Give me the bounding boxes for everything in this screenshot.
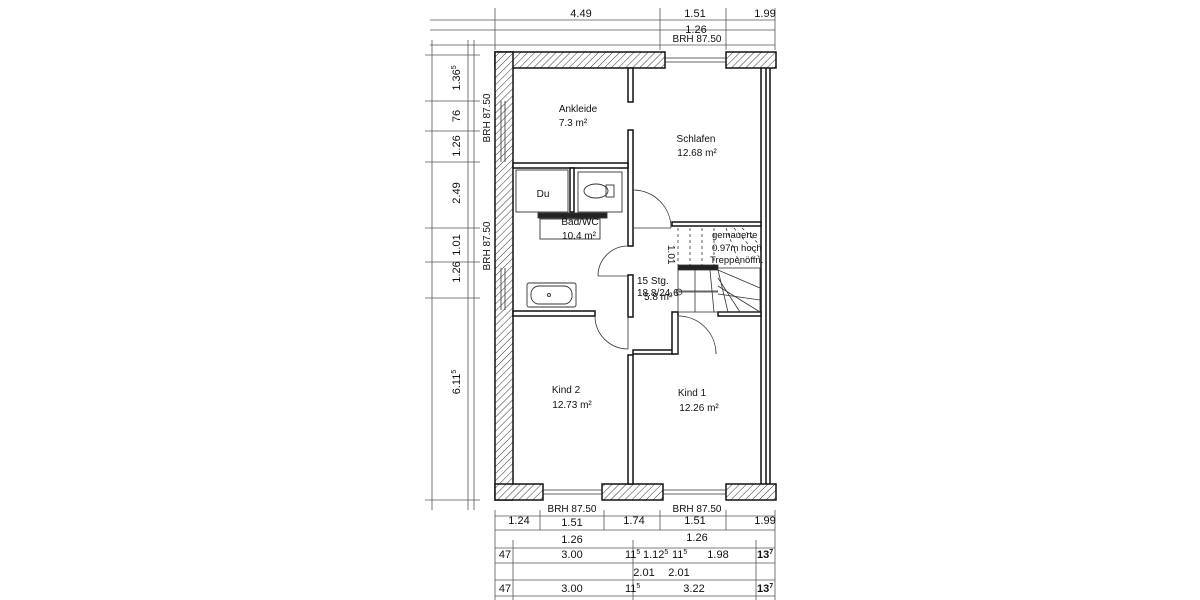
note-line-1: gemauerte xyxy=(712,230,757,241)
doors xyxy=(594,189,717,355)
dim-b3-c: 115 xyxy=(625,549,640,561)
brh-bottom-right: BRH 87.50 xyxy=(673,504,722,515)
room-labels: Ankleide 7.3 m² Schlafen 12.68 m² Du Bad… xyxy=(537,104,720,414)
room-bad-area: 10.4 m² xyxy=(562,231,597,242)
stair-steps-label: 15 Stg. xyxy=(637,276,669,287)
dim-b3-d-main: 1.12 xyxy=(643,549,664,561)
dim-b3-c-main: 11 xyxy=(625,549,636,561)
dim-top-a: 4.49 xyxy=(570,8,591,20)
room-schlafen-name: Schlafen xyxy=(677,134,716,145)
dim-left-g: 6.115 xyxy=(451,370,463,395)
dim-b5-e: 137 xyxy=(757,583,773,595)
dim-b1-d: 1.51 xyxy=(684,515,705,527)
note-line-2: 0.97m hoch xyxy=(712,243,762,254)
dim-b3-b: 3.00 xyxy=(561,549,582,561)
dim-left-a-sup: 5 xyxy=(451,65,458,69)
room-schlafen-area: 12.68 m² xyxy=(677,148,717,159)
dim-b5-e-sup: 7 xyxy=(769,583,773,590)
room-kind2-area: 12.73 m² xyxy=(552,400,592,411)
dim-b3-c-sup: 5 xyxy=(636,549,640,556)
brh-top: BRH 87.50 xyxy=(673,34,722,45)
dim-left-a-main: 1.36 xyxy=(451,69,463,90)
stair-ratio-label: 18.8/24.6 xyxy=(637,288,679,299)
dim-top-c: 1.99 xyxy=(754,8,775,20)
exterior-walls xyxy=(494,51,777,501)
dim-b3-a: 47 xyxy=(499,549,511,561)
dim-b5-b: 3.00 xyxy=(561,583,582,595)
dim-left-g-main: 6.11 xyxy=(451,374,463,395)
washbasin xyxy=(537,212,608,240)
room-bad-name: Bad/WC xyxy=(561,217,598,228)
room-ankleide-name: Ankleide xyxy=(559,104,598,115)
room-kind1-area: 12.26 m² xyxy=(679,403,719,414)
dim-b3-e: 115 xyxy=(672,549,687,561)
interior-walls xyxy=(512,67,762,485)
dim-b5-a: 47 xyxy=(499,583,511,595)
dim-b3-g-sup: 7 xyxy=(769,549,773,556)
dim-b5-d: 3.22 xyxy=(683,583,704,595)
dim-b3-d: 1.125 xyxy=(643,549,668,561)
dim-b2-a: 1.26 xyxy=(561,534,582,546)
dim-b3-g: 137 xyxy=(757,549,773,561)
brh-left-upper: BRH 87.50 xyxy=(482,93,493,142)
note-line-3: Treppenöffn. xyxy=(710,255,763,266)
dim-left-c: 1.26 xyxy=(451,135,463,156)
room-ankleide-area: 7.3 m² xyxy=(559,118,588,129)
dim-top-d: 1.26 xyxy=(685,24,706,36)
dim-left-d: 2.49 xyxy=(451,182,463,203)
shower xyxy=(515,169,569,213)
stair-dimension: 1.01 xyxy=(665,245,676,265)
dim-b5-c-main: 11 xyxy=(625,583,636,595)
bathtub xyxy=(526,282,577,308)
dim-b4-a: 2.01 xyxy=(633,567,654,579)
dim-b3-f: 1.98 xyxy=(707,549,728,561)
room-kind2-name: Kind 2 xyxy=(552,385,581,396)
dim-b1-b: 1.51 xyxy=(561,517,582,529)
dim-b1-a: 1.24 xyxy=(508,515,529,527)
toilet-icon xyxy=(577,171,623,213)
dim-b3-d-sup: 5 xyxy=(664,549,668,556)
dim-top-b: 1.51 xyxy=(684,8,705,20)
room-kind1-name: Kind 1 xyxy=(678,388,707,399)
dim-left-a: 1.365 xyxy=(451,65,463,90)
brh-left-lower: BRH 87.50 xyxy=(482,221,493,270)
dims-left: 1.365 76 1.26 2.49 1.01 1.26 6.115 xyxy=(451,65,463,394)
dims-bottom: 1.24 1.51 1.74 1.51 1.99 1.26 1.26 47 3.… xyxy=(499,515,776,595)
room-du-name: Du xyxy=(537,189,550,200)
brh-bottom-left: BRH 87.50 xyxy=(548,504,597,515)
dim-b3-g-main: 13 xyxy=(757,549,769,561)
dim-b3-e-main: 11 xyxy=(672,549,683,561)
masonry-note: gemauerte 0.97m hoch Treppenöffn. xyxy=(710,230,763,266)
dim-b3-e-sup: 5 xyxy=(683,549,687,556)
dim-left-f-visible: 1.26 xyxy=(451,261,463,282)
dim-left-g-sup: 5 xyxy=(451,370,458,374)
dim-b5-c-sup: 5 xyxy=(636,583,640,590)
room-flur-area: 5.8 m² xyxy=(644,292,673,303)
dim-left-b: 76 xyxy=(451,110,463,122)
staircase xyxy=(675,227,761,313)
dim-left-e: 1.01 xyxy=(451,234,463,255)
dim-b1-e: 1.99 xyxy=(754,515,775,527)
windows xyxy=(500,57,726,495)
dim-b5-e-main: 13 xyxy=(757,583,769,595)
dimension-lines xyxy=(425,8,776,600)
dim-b1-c: 1.74 xyxy=(623,515,644,527)
dim-b5-c: 115 xyxy=(625,583,640,595)
dim-b4-b: 2.01 xyxy=(668,567,689,579)
dim-b2-b: 1.26 xyxy=(686,532,707,544)
